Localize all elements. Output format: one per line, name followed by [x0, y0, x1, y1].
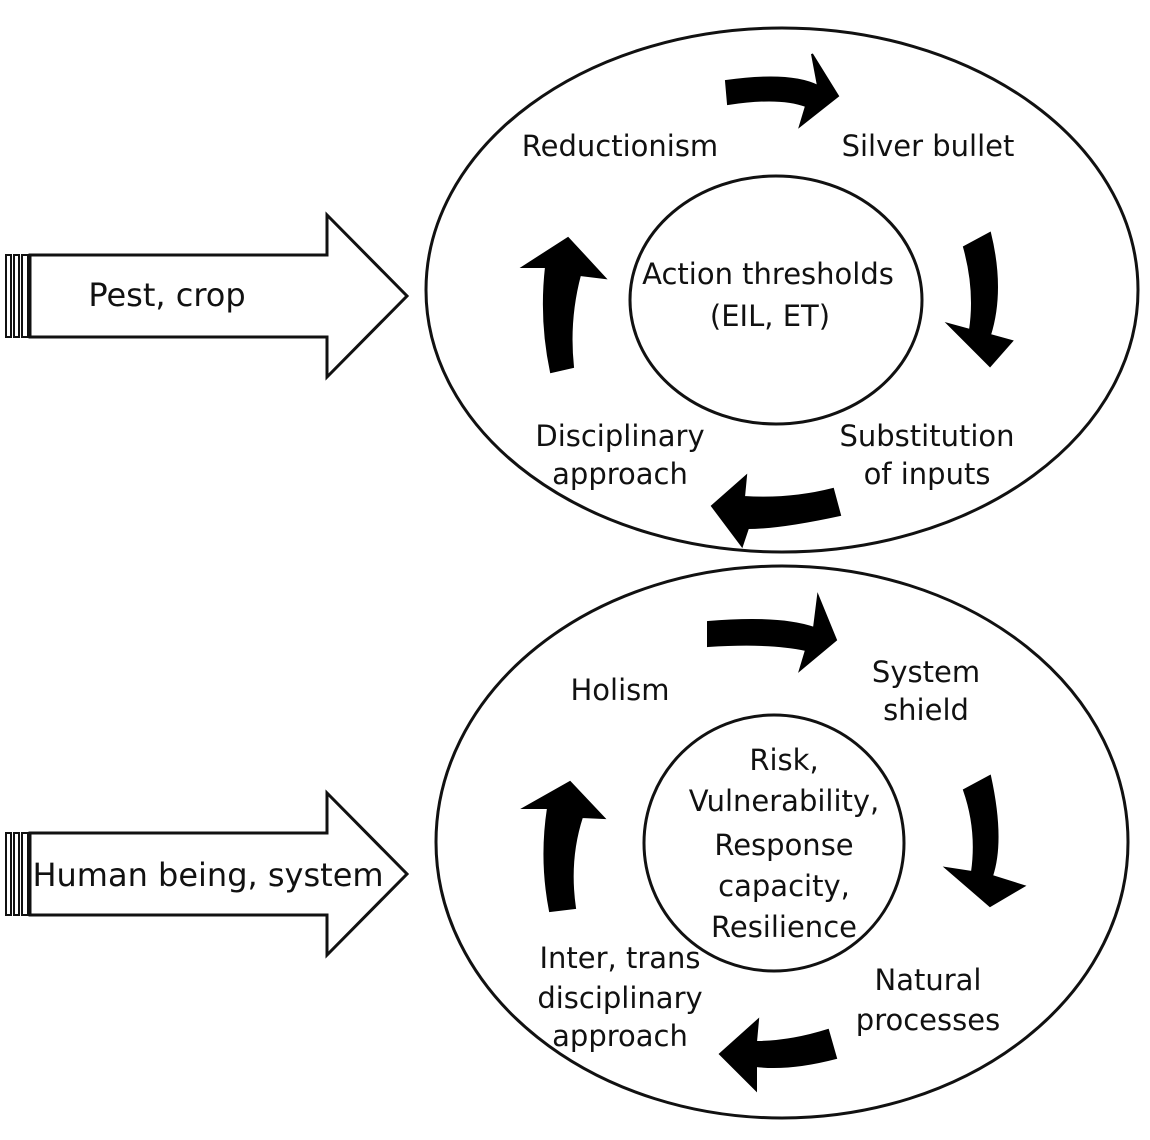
substitution-label-line1: Substitution [839, 419, 1014, 453]
top-arrow-down [944, 231, 1014, 368]
system-shield-label-line2: shield [883, 693, 969, 727]
inter-trans-label-line2: disciplinary [537, 981, 702, 1015]
human-being-system-label: Human being, system [32, 856, 383, 894]
inter-trans-label-line3: approach [552, 1019, 688, 1053]
silver-bullet-label: Silver bullet [842, 129, 1015, 163]
bottom-arrow-left [718, 1017, 838, 1093]
top-outer-ellipse [424, 26, 1140, 554]
center-label-line1: Action thresholds [642, 257, 894, 291]
bottom-arrow-right [707, 592, 838, 673]
natural-processes-label-line2: processes [856, 1003, 1000, 1037]
center-label-line2: Vulnerability, [689, 784, 880, 818]
top-arrow-left [710, 473, 842, 549]
bottom-cycle: Human being, system Holism System shield… [5, 564, 1130, 1120]
center-label-line5: Resilience [711, 910, 857, 944]
center-label-line2: (EIL, ET) [710, 299, 830, 333]
top-arrow-up [519, 236, 608, 374]
substitution-label-line2: of inputs [864, 457, 991, 491]
bottom-outer-ellipse [434, 564, 1130, 1120]
top-inner-circle [628, 174, 924, 426]
pest-crop-label: Pest, crop [88, 276, 245, 314]
inter-trans-label-line1: Inter, trans [539, 941, 700, 975]
natural-processes-label-line1: Natural [875, 963, 982, 997]
center-label-line3: Response [714, 828, 853, 862]
disciplinary-label-line2: approach [552, 457, 688, 491]
disciplinary-label-line1: Disciplinary [535, 419, 704, 453]
center-label-line4: capacity, [718, 869, 850, 903]
bottom-input-arrow [5, 789, 410, 959]
top-cycle: Pest, crop Reductionism Silver bullet Ac… [5, 26, 1140, 554]
system-shield-label-line1: System [872, 655, 980, 689]
bottom-arrow-up [520, 780, 607, 913]
top-input-arrow [5, 211, 410, 381]
top-arrow-right [724, 53, 840, 129]
center-label-line1: Risk, [749, 743, 818, 777]
reductionism-label: Reductionism [522, 129, 718, 163]
holism-label: Holism [570, 673, 669, 707]
bottom-inner-circle [642, 713, 906, 973]
bottom-arrow-down [942, 774, 1027, 908]
